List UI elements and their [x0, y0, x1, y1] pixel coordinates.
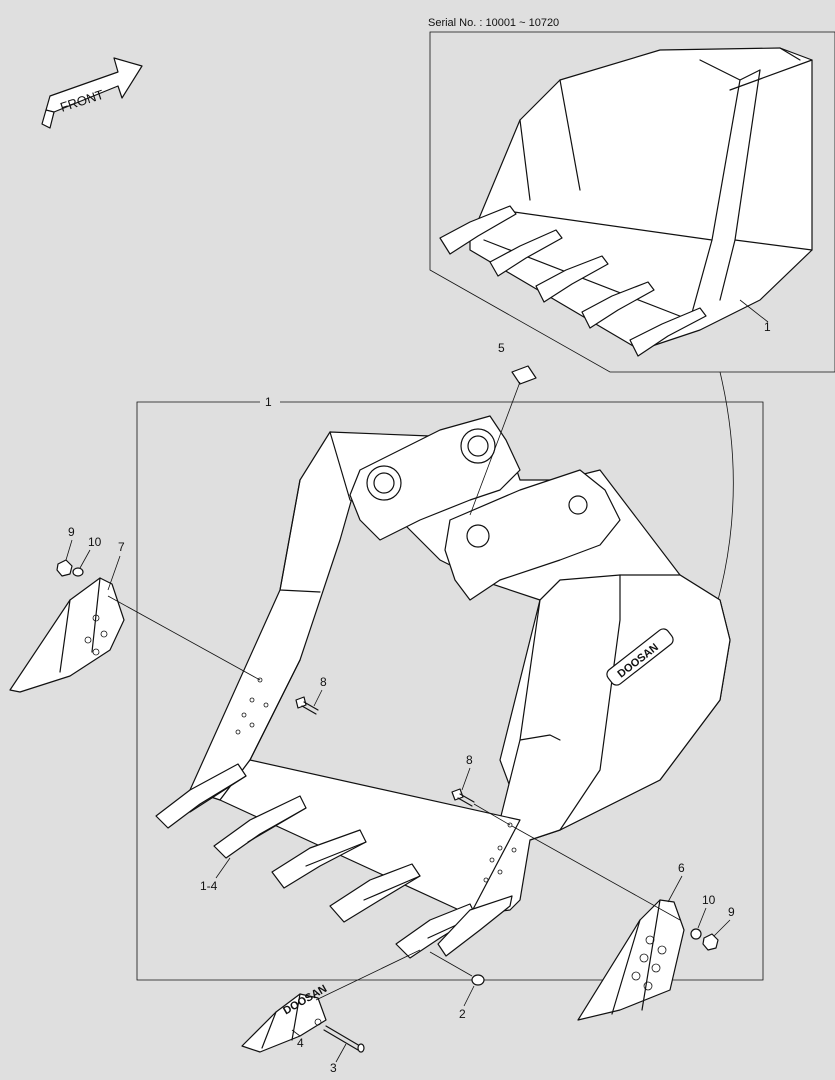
- serial-number: Serial No. : 10001 ~ 10720: [428, 17, 559, 29]
- part-9-nut-left: [56, 559, 73, 577]
- callout-2: 2: [459, 1007, 466, 1021]
- inset-teeth: [439, 205, 707, 357]
- part-4-tooth: DOOSAN: [241, 983, 329, 1053]
- part-7-side-cutter-left: [9, 577, 125, 693]
- callout-9-right: 9: [728, 905, 735, 919]
- callout-8-lower: 8: [466, 753, 473, 767]
- part-8-bolt-upper: [295, 696, 319, 715]
- callout-10-right: 10: [702, 893, 716, 907]
- part-9-nut-right: [702, 933, 719, 951]
- part-10-washer-right: [690, 928, 702, 940]
- part-5-plate: [511, 365, 537, 385]
- callout-1-4: 1-4: [200, 879, 218, 893]
- callout-9-left: 9: [68, 525, 75, 539]
- callout-10-left: 10: [88, 535, 102, 549]
- callout-1-main: 1: [265, 395, 272, 409]
- callout-4: 4: [297, 1036, 304, 1050]
- left-side-holes: [235, 677, 269, 735]
- callout-7: 7: [118, 540, 125, 554]
- callout-8-upper: 8: [320, 675, 327, 689]
- part-6-side-cutter-right: [577, 899, 685, 1021]
- inset-frame: Serial No. : 10001 ~ 10720: [428, 17, 835, 373]
- main-bucket: DOOSAN: [155, 415, 731, 959]
- part-10-washer-left: [72, 567, 84, 577]
- part-2-retainer: [471, 974, 485, 986]
- part-3-pin: [323, 1025, 365, 1053]
- callout-3: 3: [330, 1061, 337, 1075]
- callout-6: 6: [678, 861, 685, 875]
- callout-5: 5: [498, 341, 505, 355]
- inset-bucket: 1: [439, 47, 813, 357]
- right-side-holes: [483, 822, 517, 883]
- main-teeth: [155, 763, 477, 959]
- callout-1-inset: 1: [764, 320, 771, 334]
- front-direction-arrow: FRONT: [41, 57, 143, 129]
- part-8-bolt-lower: [451, 788, 475, 807]
